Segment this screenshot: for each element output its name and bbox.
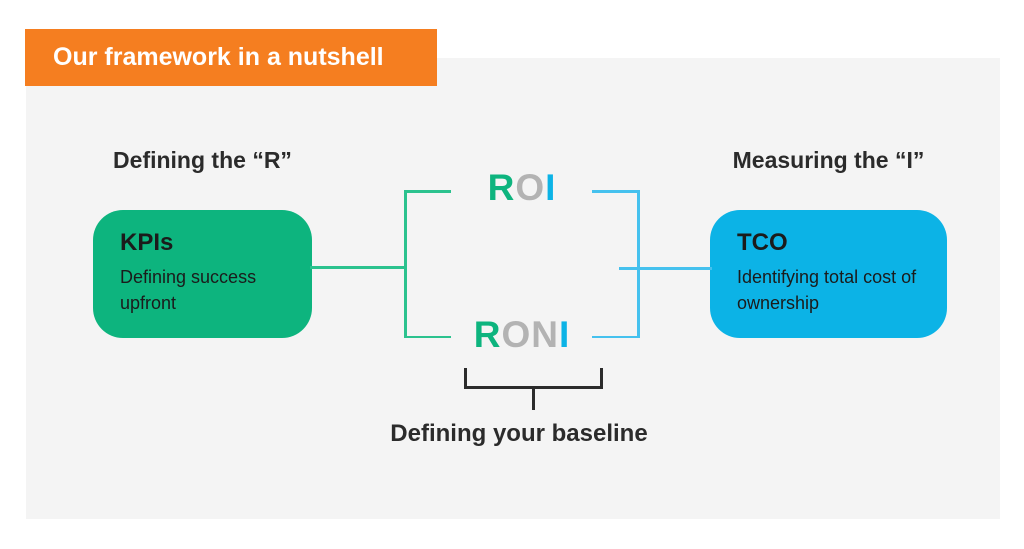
green-bracket-bottom-stub: [404, 335, 451, 338]
tco-connector-line: [619, 267, 712, 270]
roni-letters-on: ON: [501, 314, 559, 355]
roi-letter-o: O: [515, 167, 546, 208]
roni-label: RONI: [404, 314, 640, 356]
blue-bracket-vertical: [637, 190, 640, 338]
kpi-connector-line: [310, 266, 404, 269]
kpi-card: KPIs Defining success upfront: [93, 210, 312, 338]
green-bracket-top-stub: [404, 190, 451, 193]
kpi-card-title: KPIs: [120, 229, 174, 256]
tco-card-description: Identifying total cost of ownership: [737, 267, 917, 313]
tco-card-title: TCO: [737, 229, 788, 256]
baseline-bracket-left-tick: [464, 368, 467, 389]
left-heading: Defining the “R”: [113, 147, 292, 173]
roni-letter-i: I: [558, 314, 571, 355]
baseline-bracket-stem: [532, 389, 535, 410]
roni-letter-r: R: [473, 314, 502, 355]
title-banner: Our framework in a nutshell: [25, 29, 437, 86]
baseline-bracket-right-tick: [600, 368, 603, 389]
green-bracket-vertical: [404, 190, 407, 338]
roi-letter-r: R: [487, 167, 516, 208]
baseline-label: Defining your baseline: [390, 420, 648, 447]
title-banner-label: Our framework in a nutshell: [53, 43, 384, 71]
roi-label: ROI: [404, 167, 640, 209]
roi-letter-i: I: [545, 167, 557, 208]
right-heading: Measuring the “I”: [732, 147, 925, 173]
blue-bracket-bottom-stub: [592, 335, 639, 338]
baseline-bracket-bar: [464, 386, 603, 389]
blue-bracket-top-stub: [592, 190, 639, 193]
tco-card: TCO Identifying total cost of ownership: [710, 210, 947, 338]
kpi-card-description: Defining success upfront: [120, 267, 257, 313]
